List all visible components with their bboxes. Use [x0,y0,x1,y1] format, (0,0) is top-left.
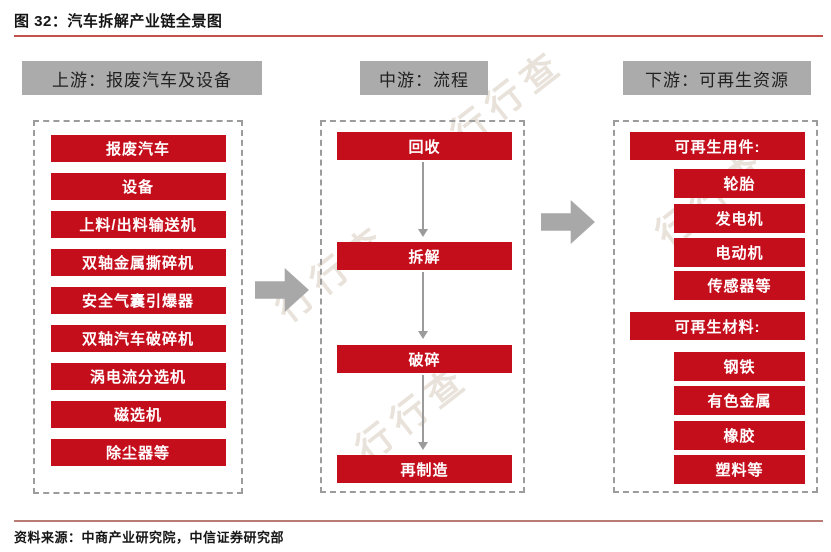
upstream-column-header: 上游：报废汽车及设备 [22,61,262,95]
downstream-item: 电动机 [674,238,805,267]
downstream-item: 轮胎 [674,169,805,198]
downstream-item: 塑料等 [674,455,805,484]
downstream-item: 有色金属 [674,386,805,415]
upstream-group-box: 报废汽车 设备 上料/出料输送机 双轴金属撕碎机 安全气囊引爆器 双轴汽车破碎机… [33,120,243,494]
process-step: 拆解 [337,242,512,270]
downstream-item: 橡胶 [674,421,805,450]
upstream-item: 报废汽车 [50,135,226,162]
upstream-item: 双轴汽车破碎机 [50,325,226,352]
down-arrow-icon [417,162,428,237]
title-underline [14,35,823,37]
downstream-group-box: 可再生用件: 轮胎 发电机 电动机 传感器等 可再生材料: 钢铁 有色金属 橡胶… [613,120,818,493]
right-arrow-upstream-to-midstream-icon [255,268,309,312]
downstream-column-header: 下游：可再生资源 [623,61,811,95]
upstream-item: 上料/出料输送机 [50,211,226,238]
downstream-item: 发电机 [674,204,805,233]
midstream-group-box: 回收 拆解 破碎 再制造 [320,120,525,493]
process-step: 再制造 [337,455,512,483]
figure-title: 图 32：汽车拆解产业链全景图 [14,13,223,30]
footer-divider [14,520,823,522]
upstream-item: 设备 [50,173,226,200]
downstream-item: 传感器等 [674,271,805,300]
midstream-column-header: 中游：流程 [360,61,488,95]
process-step: 破碎 [337,345,512,373]
source-note: 资料来源：中商产业研究院，中信证券研究部 [14,530,285,545]
down-arrow-icon [417,375,428,450]
process-step: 回收 [337,132,512,160]
down-arrow-icon [417,272,428,339]
upstream-item: 双轴金属撕碎机 [50,249,226,276]
downstream-item: 钢铁 [674,352,805,381]
upstream-item: 安全气囊引爆器 [50,287,226,314]
downstream-section-label: 可再生用件: [630,132,805,160]
upstream-item: 磁选机 [50,401,226,428]
upstream-item: 涡电流分选机 [50,363,226,390]
upstream-item: 除尘器等 [50,439,226,466]
downstream-section-label: 可再生材料: [630,312,805,340]
right-arrow-midstream-to-downstream-icon [541,200,595,244]
